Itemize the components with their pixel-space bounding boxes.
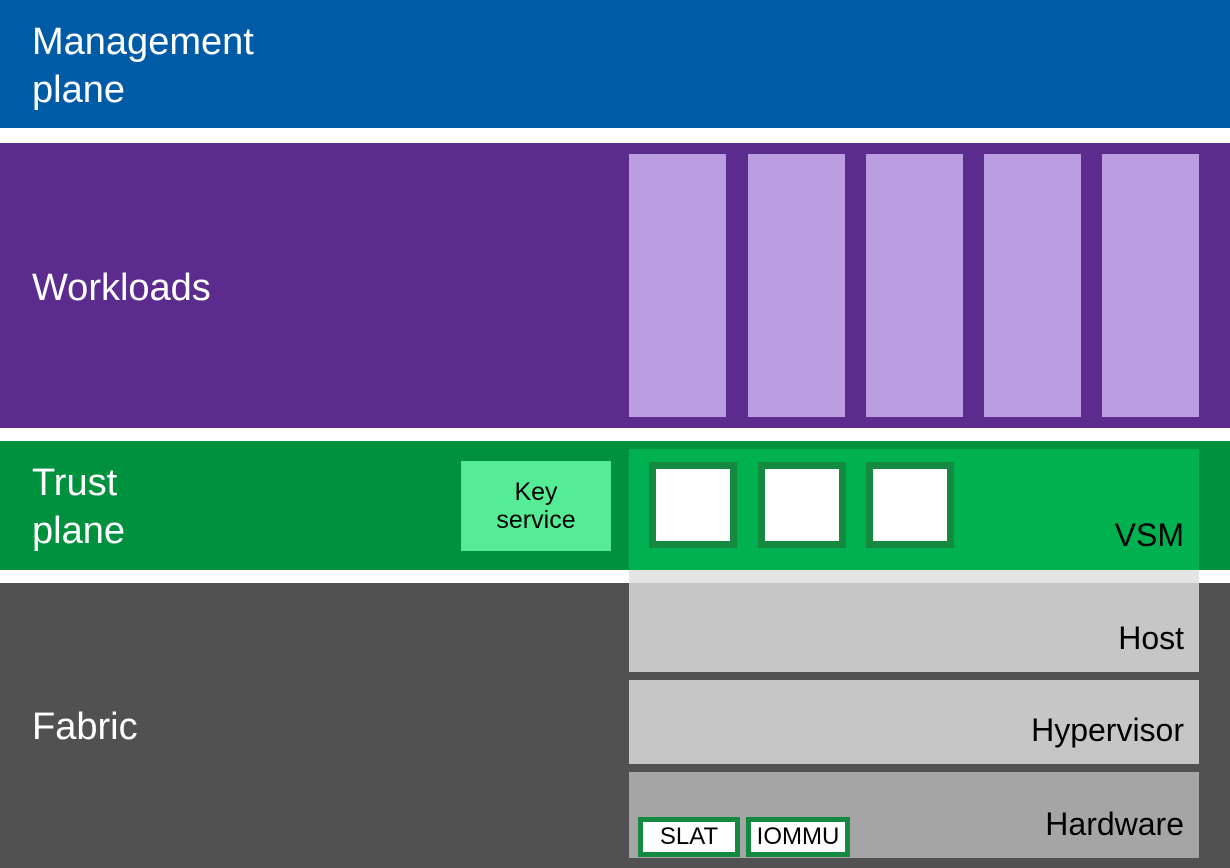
host-layer: Host bbox=[629, 583, 1199, 672]
management-plane-band: Management plane bbox=[0, 0, 1230, 128]
trust-plane-label: Trust plane bbox=[32, 462, 125, 552]
workloads-band: Workloads bbox=[0, 143, 1230, 428]
vsm-box: VSM bbox=[629, 449, 1199, 570]
workload-column bbox=[866, 154, 963, 417]
workload-column bbox=[629, 154, 726, 417]
workload-column bbox=[1102, 154, 1199, 417]
slat-chip: SLAT bbox=[638, 817, 740, 857]
workload-column bbox=[748, 154, 845, 417]
management-plane-label: Management plane bbox=[32, 21, 254, 111]
vsm-host-connector bbox=[629, 570, 1199, 583]
key-service-label: Key service bbox=[496, 478, 576, 534]
trust-plane-band: Trust plane Key service VSM bbox=[0, 441, 1230, 570]
vsm-label: VSM bbox=[1114, 517, 1184, 553]
workload-column bbox=[984, 154, 1081, 417]
fabric-label: Fabric bbox=[32, 706, 138, 748]
workloads-label: Workloads bbox=[32, 267, 211, 309]
vsm-enclave bbox=[758, 462, 846, 548]
hardware-label: Hardware bbox=[1045, 806, 1184, 842]
iommu-chip: IOMMU bbox=[746, 817, 850, 857]
vsm-enclave bbox=[649, 462, 737, 548]
hypervisor-label: Hypervisor bbox=[1031, 712, 1184, 748]
vsm-enclave bbox=[866, 462, 954, 548]
hypervisor-layer: Hypervisor bbox=[629, 680, 1199, 764]
host-label: Host bbox=[1118, 620, 1184, 656]
key-service-box: Key service bbox=[461, 461, 611, 551]
